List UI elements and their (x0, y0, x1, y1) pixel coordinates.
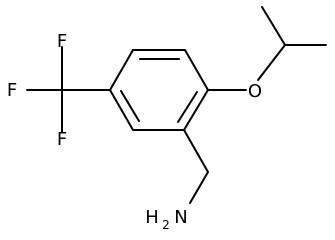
bond-oxygen-isopropyl (257, 44, 286, 81)
fluorine-bottom-label: F (57, 129, 67, 150)
chemical-structure: F F F O H 2 N (7, 6, 327, 232)
fluorine-left-label: F (7, 80, 17, 101)
oxygen-label: O (248, 81, 262, 102)
ring-bond-c6-c1 (109, 89, 134, 131)
ring-bond-c1-c2 (109, 49, 134, 91)
bond-methylene-amine (189, 171, 209, 204)
aromatic-inner-bond-right (177, 91, 198, 123)
amine-nitrogen-label: N (174, 207, 187, 228)
fluorine-top-label: F (57, 31, 67, 52)
atom-labels: F F F O H 2 N (7, 31, 262, 232)
bond-ring-methylene (183, 129, 209, 173)
ring-bond-c3-c4 (184, 49, 209, 91)
aromatic-inner-bond-left (120, 90, 140, 122)
bond-isopropyl-methyl-left (261, 6, 286, 46)
amine-hydrogen-label: H (145, 207, 159, 228)
ring-bond-c4-c5 (183, 89, 209, 131)
amine-hydrogen-count: 2 (162, 218, 170, 232)
bonds (26, 6, 327, 204)
